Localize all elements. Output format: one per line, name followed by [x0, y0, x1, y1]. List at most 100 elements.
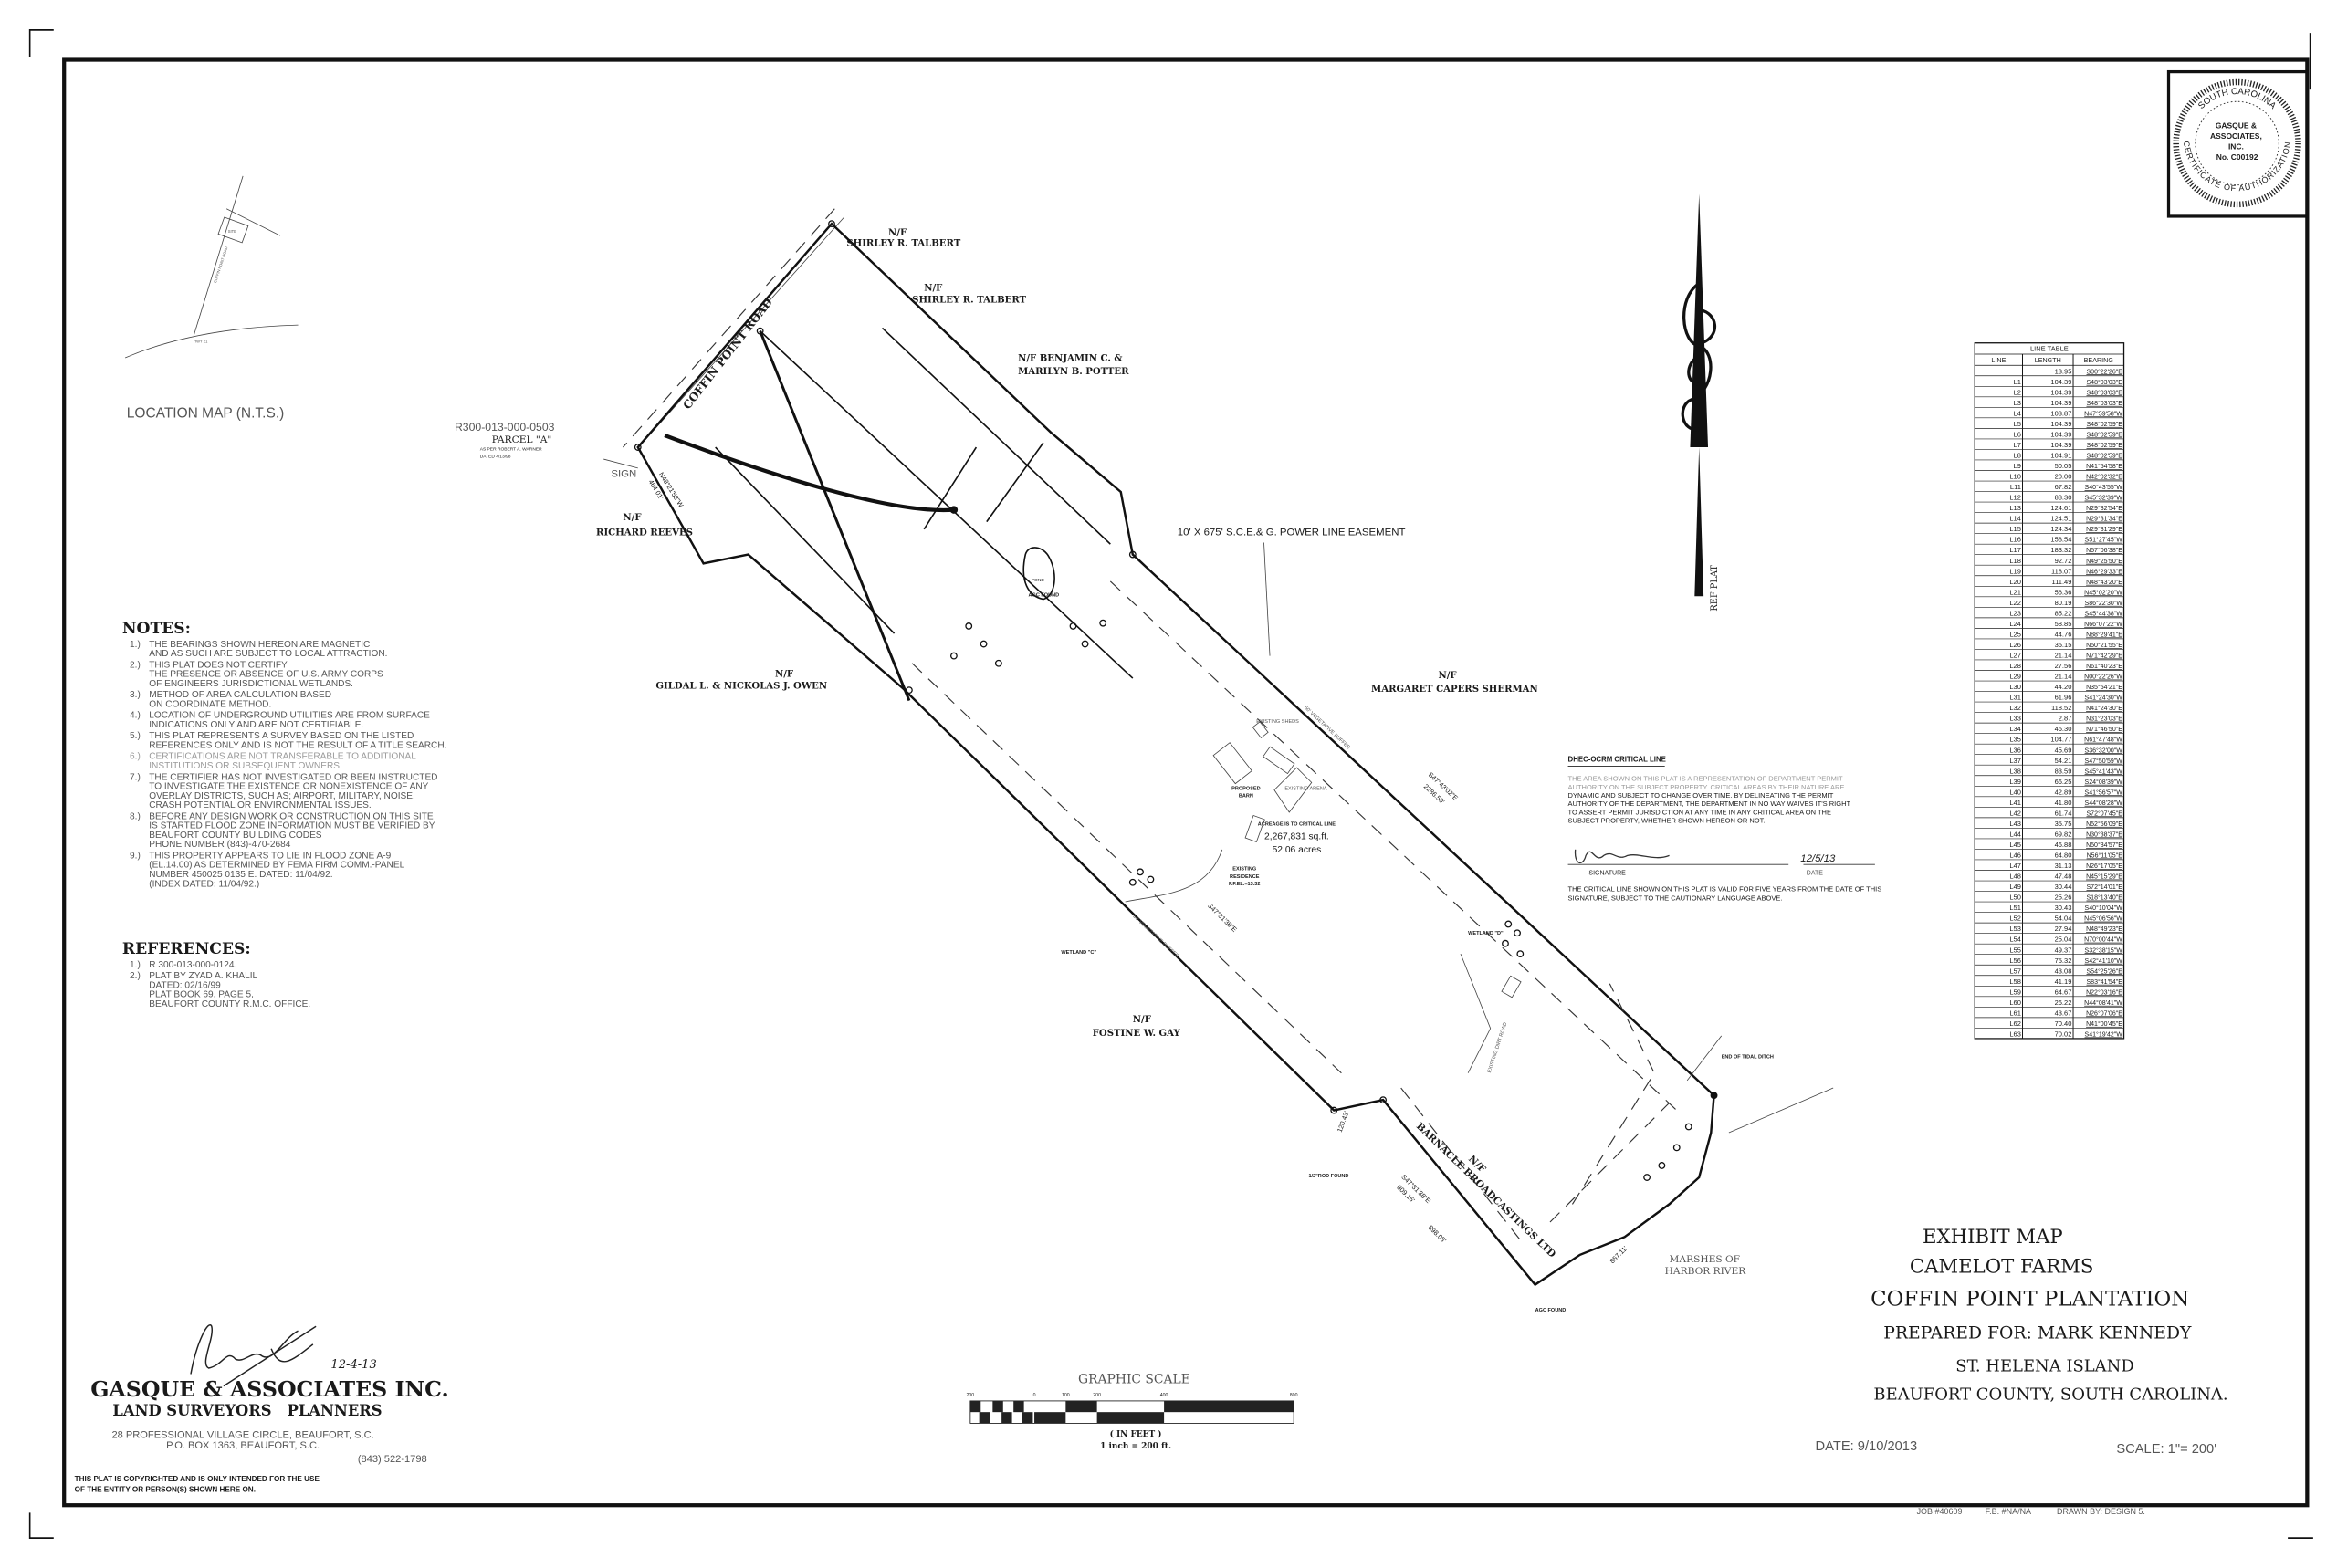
item-line: INSTITUTIONS OR SUBSEQUENT OWNERS: [149, 761, 340, 771]
item-number: 6.): [130, 752, 141, 762]
line-bearing: S41°19'42"W: [2085, 1030, 2123, 1038]
item-line: THE BEARINGS SHOWN HEREON ARE MAGNETIC: [149, 640, 370, 650]
line-length: 58.85: [2055, 620, 2072, 628]
line-id: L8: [2014, 452, 2021, 460]
line-length: 21.14: [2055, 673, 2072, 681]
line-id: L58: [2009, 977, 2021, 986]
line-id: L60: [2009, 998, 2021, 1007]
line-length: 64.80: [2055, 852, 2072, 860]
line-bearing: N41°00'45"E: [2086, 1020, 2122, 1028]
seal-line: INC.: [2228, 141, 2244, 151]
line-bearing: N42°02'32"E: [2086, 474, 2122, 481]
line-id: L10: [2009, 473, 2021, 481]
line-id: L23: [2009, 609, 2021, 617]
dhec-critical-line-block: DHEC-OCRM CRITICAL LINE THE AREA SHOWN O…: [1568, 756, 1882, 903]
item-line: BEFORE ANY DESIGN WORK OR CONSTRUCTION O…: [149, 811, 434, 821]
company-phone: (843) 522-1798: [358, 1454, 427, 1465]
line-length: 124.51: [2050, 515, 2071, 523]
owner-reeves: RICHARD REEVES: [596, 527, 693, 538]
line-id: L3: [2014, 399, 2021, 407]
line-bearing: S44°08'28"W: [2085, 800, 2123, 807]
item-line: OVERLAY DISTRICTS, SUCH AS; AIRPORT, MIL…: [149, 791, 415, 801]
line-id: L25: [2009, 630, 2021, 638]
line-id: L33: [2009, 715, 2021, 723]
line-id: L36: [2009, 746, 2021, 754]
signature-date: 12-4-13: [330, 1358, 376, 1372]
line-id: L42: [2009, 809, 2021, 817]
line-length: 61.96: [2055, 694, 2072, 702]
line-id: L19: [2009, 567, 2021, 575]
item-line: ON COORDINATE METHOD.: [149, 699, 271, 709]
location-map: COFFIN POINT ROAD HWY 21 SITE LOCATION M…: [124, 175, 299, 421]
line-length: 111.49: [2052, 578, 2072, 586]
dhec-footer: THE CRITICAL LINE SHOWN ON THIS PLAT IS …: [1568, 885, 1882, 894]
scale-bar-segment: [1001, 1412, 1012, 1424]
certificate-seal: SOUTH CAROLINA CERTIFICATE OF AUTHORIZAT…: [2166, 69, 2309, 218]
item-number: 1.): [130, 960, 141, 970]
scale-tick-label: 0: [1033, 1393, 1036, 1398]
line-table-row: L10 20.00 N42°02'32"E: [1975, 473, 2124, 482]
location-site-label: SITE: [228, 229, 236, 234]
line-length: 27.94: [2055, 925, 2072, 933]
line-table-header: LENGTH: [2035, 357, 2061, 364]
line-id: L43: [2009, 820, 2021, 828]
line-length: 20.00: [2055, 473, 2072, 481]
line-length: 70.02: [2055, 1030, 2072, 1038]
scale-bar-segment: [1034, 1412, 1066, 1424]
dhec-body-line: DYNAMIC AND SUBJECT TO CHANGE OVER TIME.…: [1568, 791, 1834, 800]
north-arrow-icon: REF PLAT: [1681, 193, 1720, 612]
length-label: 857.11': [1609, 1244, 1630, 1265]
nf-label: N/F: [775, 668, 794, 679]
line-table-header: LINE: [1991, 357, 2006, 364]
line-id: L28: [2009, 662, 2021, 670]
owner-owen: GILDAL L. & NICKOLAS J. OWEN: [655, 681, 827, 692]
line-id: L54: [2009, 936, 2021, 944]
line-length: 30.43: [2055, 904, 2072, 912]
line-id: L55: [2009, 946, 2021, 954]
refs-heading: REFERENCES:: [122, 940, 251, 958]
line-length: 88.30: [2055, 494, 2072, 502]
line-bearing: S48°02'59"E: [2086, 453, 2122, 460]
prepared-for: PREPARED FOR: MARK KENNEDY: [1883, 1323, 2192, 1343]
buffer-label: 50' VEGETATIVE BUFFER: [1303, 706, 1351, 751]
line-bearing: N50°34'57"E: [2086, 841, 2122, 849]
line-id: L50: [2009, 894, 2021, 902]
line-bearing: N71°46'50"E: [2086, 726, 2122, 733]
line-id: L1: [2014, 378, 2021, 386]
pond-label: POND: [1032, 578, 1045, 583]
scale-bar-segment: [1065, 1400, 1097, 1413]
line-bearing: N29°31'34"E: [2086, 516, 2122, 523]
line-id: L57: [2009, 967, 2021, 975]
plat-date: DATE: 9/10/2013: [1816, 1439, 1918, 1454]
scale-tick-label: 200: [966, 1393, 974, 1398]
line-bearing: N31°23'03"E: [2086, 716, 2122, 723]
plat-scale: SCALE: 1"= 200': [2116, 1442, 2216, 1457]
drawn-by: DRAWN BY: DESIGN 5.: [2057, 1507, 2145, 1516]
length-label: 898.08': [1427, 1223, 1449, 1244]
line-length: 27.56: [2055, 662, 2072, 670]
line-length: 35.75: [2055, 820, 2072, 828]
company-subtitle: LAND SURVEYORS PLANNERS: [112, 1402, 382, 1419]
line-length: 103.87: [2050, 409, 2071, 417]
line-table-header: BEARING: [2084, 357, 2114, 364]
line-bearing: S41°56'57"W: [2085, 789, 2123, 796]
acreage-sqft: 2,267,831 sq.ft.: [1264, 831, 1329, 841]
